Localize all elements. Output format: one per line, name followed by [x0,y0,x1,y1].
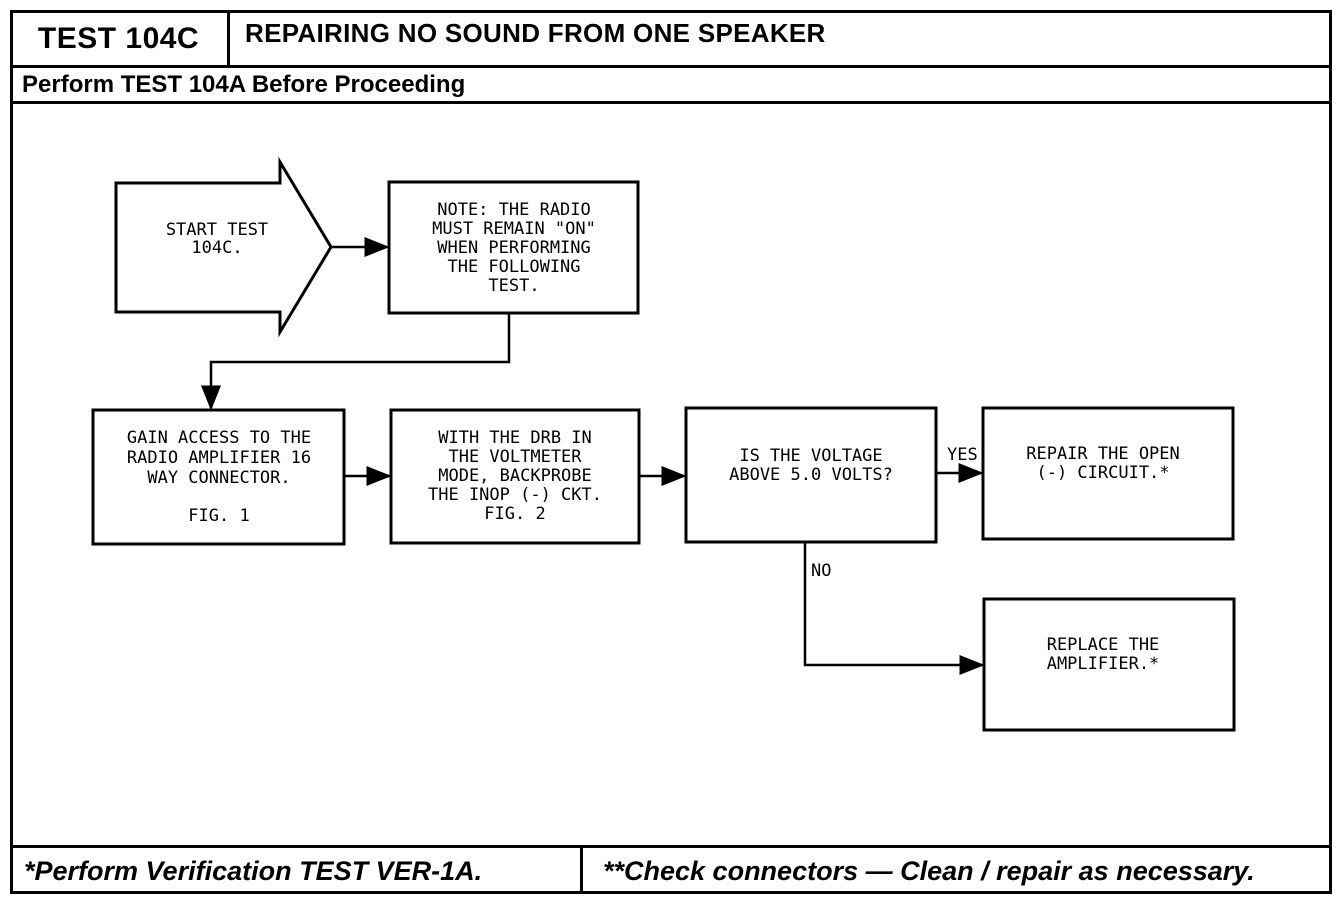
prerequisite-row: Perform TEST 104A Before Proceeding [10,68,1332,104]
note-line-3: WHEN PERFORMING [437,238,591,258]
note-line-1: NOTE: THE RADIO [437,200,591,220]
start-node: START TEST 104C. [114,156,333,338]
gain-access-line-5: FIG. 1 [188,506,249,526]
footer-row: *Perform Verification TEST VER-1A. **Che… [10,845,1332,894]
no-label: NO [811,561,831,581]
header-row: TEST 104C REPAIRING NO SOUND FROM ONE SP… [10,10,1332,68]
repair-open-line-2: (-) CIRCUIT.* [1036,463,1169,483]
decision-node: IS THE VOLTAGE ABOVE 5.0 VOLTS? [684,406,938,544]
yes-label: YES [947,445,978,465]
footer-right-note: **Check connectors — Clean / repair as n… [603,855,1255,886]
footer-left-note: *Perform Verification TEST VER-1A. [10,848,583,894]
prerequisite-text: Perform TEST 104A Before Proceeding [22,71,466,98]
backprobe-line-1: WITH THE DRB IN [438,428,592,448]
gain-access-node: GAIN ACCESS TO THE RADIO AMPLIFIER 16 WA… [91,408,346,546]
note-line-2: MUST REMAIN "ON" [432,219,596,239]
test-title: REPAIRING NO SOUND FROM ONE SPEAKER [245,18,826,48]
note-node: NOTE: THE RADIO MUST REMAIN "ON" WHEN PE… [387,180,640,315]
backprobe-node: WITH THE DRB IN THE VOLTMETER MODE, BACK… [389,408,641,545]
repair-open-line-1: REPAIR THE OPEN [1026,444,1180,464]
backprobe-line-4: THE INOP (-) CKT. [428,485,602,505]
connector-decision-replace [803,542,985,675]
start-line-2: 104C. [191,238,242,258]
note-line-4: THE FOLLOWING [447,257,580,277]
gain-access-line-1: GAIN ACCESS TO THE [127,428,311,448]
decision-line-2: ABOVE 5.0 VOLTS? [729,465,893,485]
backprobe-line-5: FIG. 2 [484,504,545,524]
connector-note-gain [201,313,511,411]
replace-amp-line-2: AMPLIFIER.* [1047,654,1160,674]
note-line-5: TEST. [488,276,539,296]
backprobe-line-2: THE VOLTMETER [448,447,582,467]
repair-open-node: REPAIR THE OPEN (-) CIRCUIT.* [981,406,1235,541]
backprobe-line-3: MODE, BACKPROBE [438,466,592,486]
test-id: TEST 104C [10,10,230,68]
gain-access-line-3: WAY CONNECTOR. [147,468,290,488]
page-frame [10,10,1332,894]
replace-amplifier-node: REPLACE THE AMPLIFIER.* [982,597,1236,732]
decision-line-1: IS THE VOLTAGE [739,446,882,466]
replace-amp-line-1: REPLACE THE [1047,635,1160,655]
gain-access-line-2: RADIO AMPLIFIER 16 [127,448,311,468]
start-line-1: START TEST [166,220,268,240]
